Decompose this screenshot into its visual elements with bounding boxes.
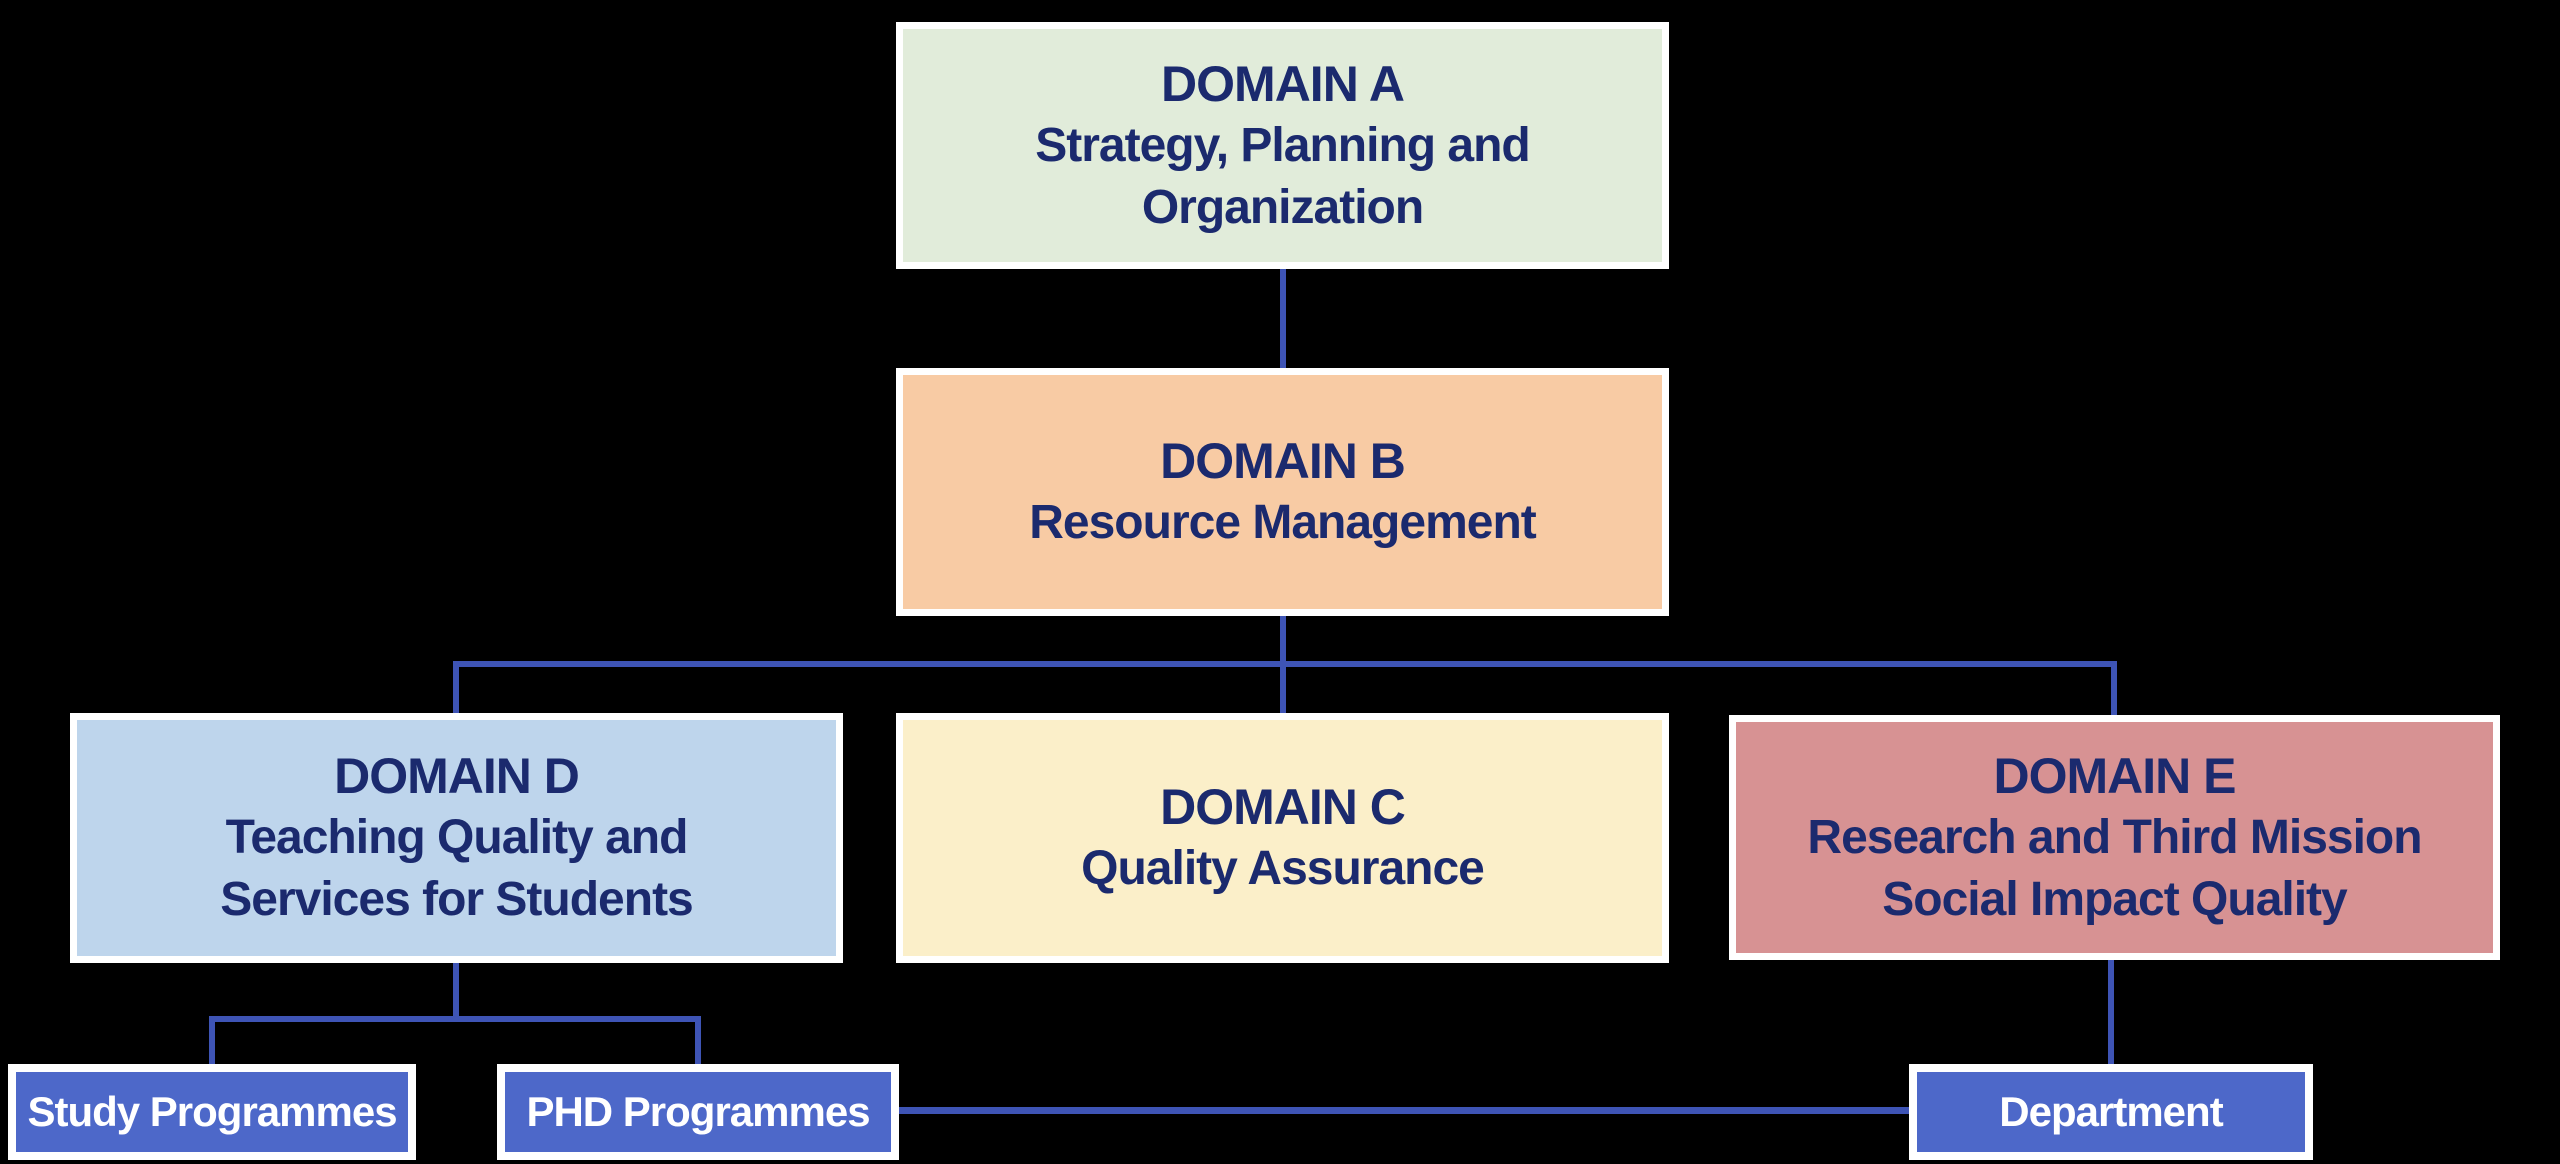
node-domain-b-subtitle-line: Resource Management xyxy=(1029,496,1536,549)
node-domain-e-subtitle-line: Social Impact Quality xyxy=(1882,872,2347,926)
connector-phd-programmes-to-department xyxy=(899,1107,1909,1114)
connector-main-to-domain-e xyxy=(2111,661,2117,715)
connector-main-to-domain-d xyxy=(453,661,459,713)
node-domain-c-subtitle-line: Quality Assurance xyxy=(1081,842,1485,895)
node-domain-d-subtitle-line: Teaching Quality and xyxy=(225,811,689,864)
node-department-label: Department xyxy=(1999,1088,2223,1135)
node-study-programmes: Study Programmes xyxy=(8,1064,416,1160)
node-domain-c: DOMAIN C Quality Assurance xyxy=(896,713,1669,963)
node-domain-d: DOMAIN D Teaching Quality and Services f… xyxy=(70,713,843,963)
node-domain-c-title: DOMAIN C xyxy=(1160,779,1406,835)
node-domain-d-title: DOMAIN D xyxy=(334,748,580,804)
connector-domain-d-to-sub xyxy=(453,963,459,1020)
node-phd-programmes: PHD Programmes xyxy=(497,1064,899,1160)
node-domain-e-title: DOMAIN E xyxy=(1993,747,2237,804)
connector-domain-a-to-domain-b xyxy=(1280,269,1286,368)
node-domain-b: DOMAIN B Resource Management xyxy=(896,368,1669,616)
node-domain-b-title: DOMAIN B xyxy=(1160,433,1406,489)
connector-domain-e-to-department xyxy=(2108,960,2114,1064)
node-department: Department xyxy=(1909,1064,2313,1160)
connector-main-horizontal xyxy=(453,661,2117,667)
node-domain-a: DOMAIN A Strategy, Planning and Organiza… xyxy=(896,22,1669,269)
node-domain-a-subtitle-line: Organization xyxy=(1141,180,1424,234)
connector-sub-to-phd-programmes xyxy=(695,1016,701,1064)
node-domain-a-title: DOMAIN A xyxy=(1161,55,1405,112)
node-domain-a-subtitle-line: Strategy, Planning and xyxy=(1035,118,1531,172)
node-phd-programmes-label: PHD Programmes xyxy=(526,1088,870,1135)
connector-sub-horizontal xyxy=(209,1016,701,1022)
node-domain-e-subtitle-line: Research and Third Mission xyxy=(1807,810,2422,864)
node-domain-e: DOMAIN E Research and Third Mission Soci… xyxy=(1729,715,2500,960)
connector-sub-to-study-programmes xyxy=(209,1016,215,1064)
node-domain-d-subtitle-line: Services for Students xyxy=(220,873,693,926)
node-study-programmes-label: Study Programmes xyxy=(27,1088,397,1135)
